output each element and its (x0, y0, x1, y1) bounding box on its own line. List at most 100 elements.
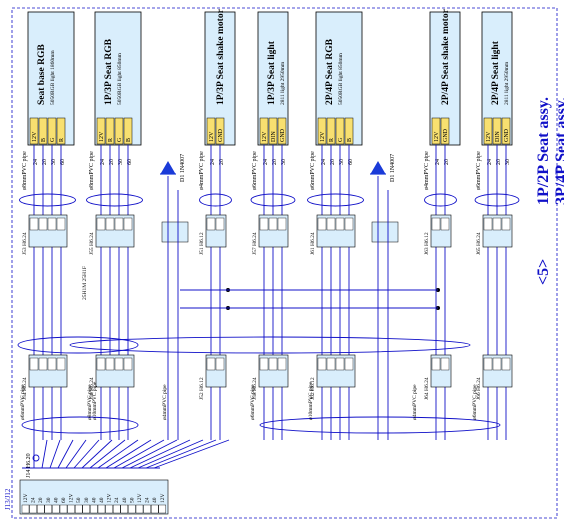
main-pin-label: 30 (84, 497, 90, 503)
harness-ring (17, 336, 139, 354)
frame-label: J13/J12 (4, 488, 12, 510)
wire-tag: 24 (100, 159, 106, 165)
pin (206, 117, 216, 145)
bus-wire (105, 439, 152, 469)
lower-conduit-label: ø6mmPVC pipe (472, 384, 478, 420)
bus-wire (57, 439, 74, 469)
connector-cell (483, 217, 493, 231)
connector-cell (440, 357, 450, 371)
connector-upper: J63 H6.12 (424, 214, 452, 255)
title-main: 1P/2P Seat assy. (535, 97, 552, 205)
conduit-ring (307, 193, 364, 207)
module-title: 1P/3P Seat shake motor (216, 8, 226, 105)
diode-connector (161, 221, 189, 243)
bus-wire (81, 439, 113, 469)
pin (492, 117, 502, 145)
connector-cell (105, 504, 113, 514)
connector-cell (29, 217, 39, 231)
connector-cell (215, 217, 225, 231)
main-pin-label: 40 (99, 497, 105, 503)
connector-cell (90, 504, 98, 514)
main-pin-label: 12V (160, 494, 166, 504)
pin-label: G (338, 137, 344, 142)
pin (501, 117, 511, 145)
module-subtitle: 5050RGB light 850mm (338, 52, 344, 105)
connector-cell (96, 217, 106, 231)
connector-cell (47, 217, 57, 231)
connector-label: J61 H6.24 (310, 232, 316, 255)
connector-upper: J53 H6.24 (22, 214, 68, 255)
connector-cell (215, 357, 225, 371)
conduit-label: ø6mmPVC pipe (310, 151, 316, 190)
diode-1: D1 1N4007 (160, 154, 189, 243)
main-connector-label: J14 H6.20 (26, 453, 32, 478)
connector-cell (105, 357, 115, 371)
connector-cell (47, 357, 57, 371)
ground-symbol (32, 454, 40, 462)
pin (47, 117, 57, 145)
connector-lower: J66 H6.24 (476, 354, 513, 400)
wire-tag: 20 (219, 159, 225, 165)
pin-label: DIN (271, 131, 277, 142)
wire-tag: 20 (272, 159, 278, 165)
pin-label: 12V (262, 131, 268, 142)
pin-label: 12V (486, 131, 492, 142)
conduit-label: ø6mmPVC pipe (476, 151, 482, 190)
module-title: 1P/3P Seat RGB (104, 38, 114, 105)
pin-label: GND (280, 128, 286, 142)
connector-label: J64 H6.24 (424, 377, 430, 400)
module-title: 2P/4P Seat shake motor (441, 8, 451, 105)
connector-cell (483, 357, 493, 371)
bus-wire (97, 439, 139, 469)
wire-tag: 30 (339, 159, 345, 165)
connector-cell (82, 504, 91, 514)
pin (29, 117, 39, 145)
wire-tag: 60 (127, 159, 133, 165)
pin-label: 12V (32, 131, 38, 142)
conduit-label: ø8mmPVC pipe (89, 151, 95, 190)
part-note: 25H1M 25H1F (82, 266, 88, 300)
connector-label: J57 H6.24 (252, 232, 258, 255)
main-pin-label: 12V (137, 494, 143, 504)
wire-tag: 24 (321, 159, 327, 165)
pin (123, 117, 133, 145)
wire-tag: 60 (348, 159, 354, 165)
module-title: 2P/4P Seat RGB (325, 38, 335, 105)
connector-cell (277, 357, 287, 371)
connector-cell (112, 504, 121, 514)
wire-tag: 30 (505, 159, 511, 165)
module-subtitle: 2811 light 2950mm (504, 61, 510, 105)
pin-label: B (126, 138, 132, 142)
main-pin-label: 50 (76, 497, 82, 503)
pin (96, 117, 106, 145)
connector-upper: J57 H6.24 (252, 214, 289, 255)
pin (114, 117, 124, 145)
wire-tag: 20 (444, 159, 450, 165)
connector-label: J66 H6.24 (476, 377, 482, 400)
wire-tag: 24 (435, 159, 441, 165)
connector-cell (206, 357, 216, 371)
conduit-ring (199, 193, 232, 207)
titles: 1P/2P Seat assy. 3P/4P Seat assy. <5> (535, 97, 564, 285)
diode-symbol (160, 161, 176, 175)
lower-conduit-label: ø4mmPVC pipe (162, 384, 168, 420)
connector-cell (317, 357, 327, 371)
connector-cell (344, 217, 354, 231)
connector-cell (440, 217, 450, 231)
pin (335, 117, 345, 145)
connector-label: J62 H6.12 (310, 377, 316, 400)
connector-upper: J65 H6.24 (476, 214, 513, 255)
connector-cell (492, 217, 502, 231)
conduit-label: ø4mmPVC pipe (424, 151, 430, 190)
pin (215, 117, 225, 145)
connector-cell (344, 357, 354, 371)
main-pin-label: 40 (122, 497, 128, 503)
connector-label: J55 H6.24 (89, 232, 95, 255)
connector-label: J52 H6.12 (199, 377, 205, 400)
main-pin-label: 12V (69, 494, 75, 504)
bus-wire (145, 439, 217, 469)
